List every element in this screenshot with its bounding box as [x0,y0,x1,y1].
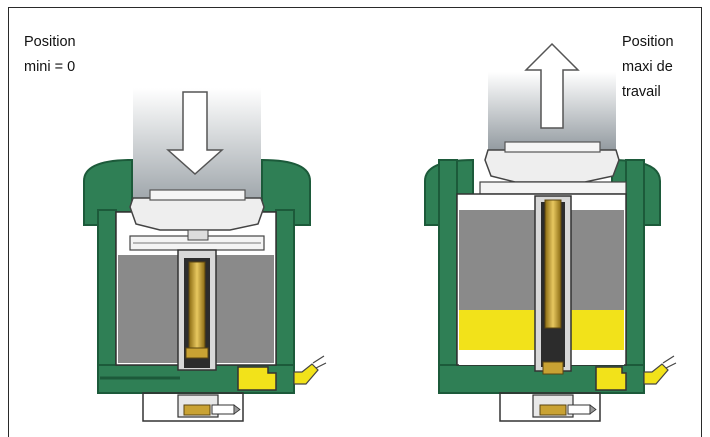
right-rod [544,199,562,329]
left-piston-plate [129,197,265,231]
right-piston-plate [484,149,620,183]
left-assembly [83,88,327,422]
label-position-maxi: Position maxi de travail [622,34,674,100]
up-arrow-icon [524,42,580,129]
left-rod [188,261,206,349]
down-arrow-icon [166,91,224,176]
right-assembly [424,42,677,422]
label-position-mini: Position mini = 0 [24,34,76,75]
